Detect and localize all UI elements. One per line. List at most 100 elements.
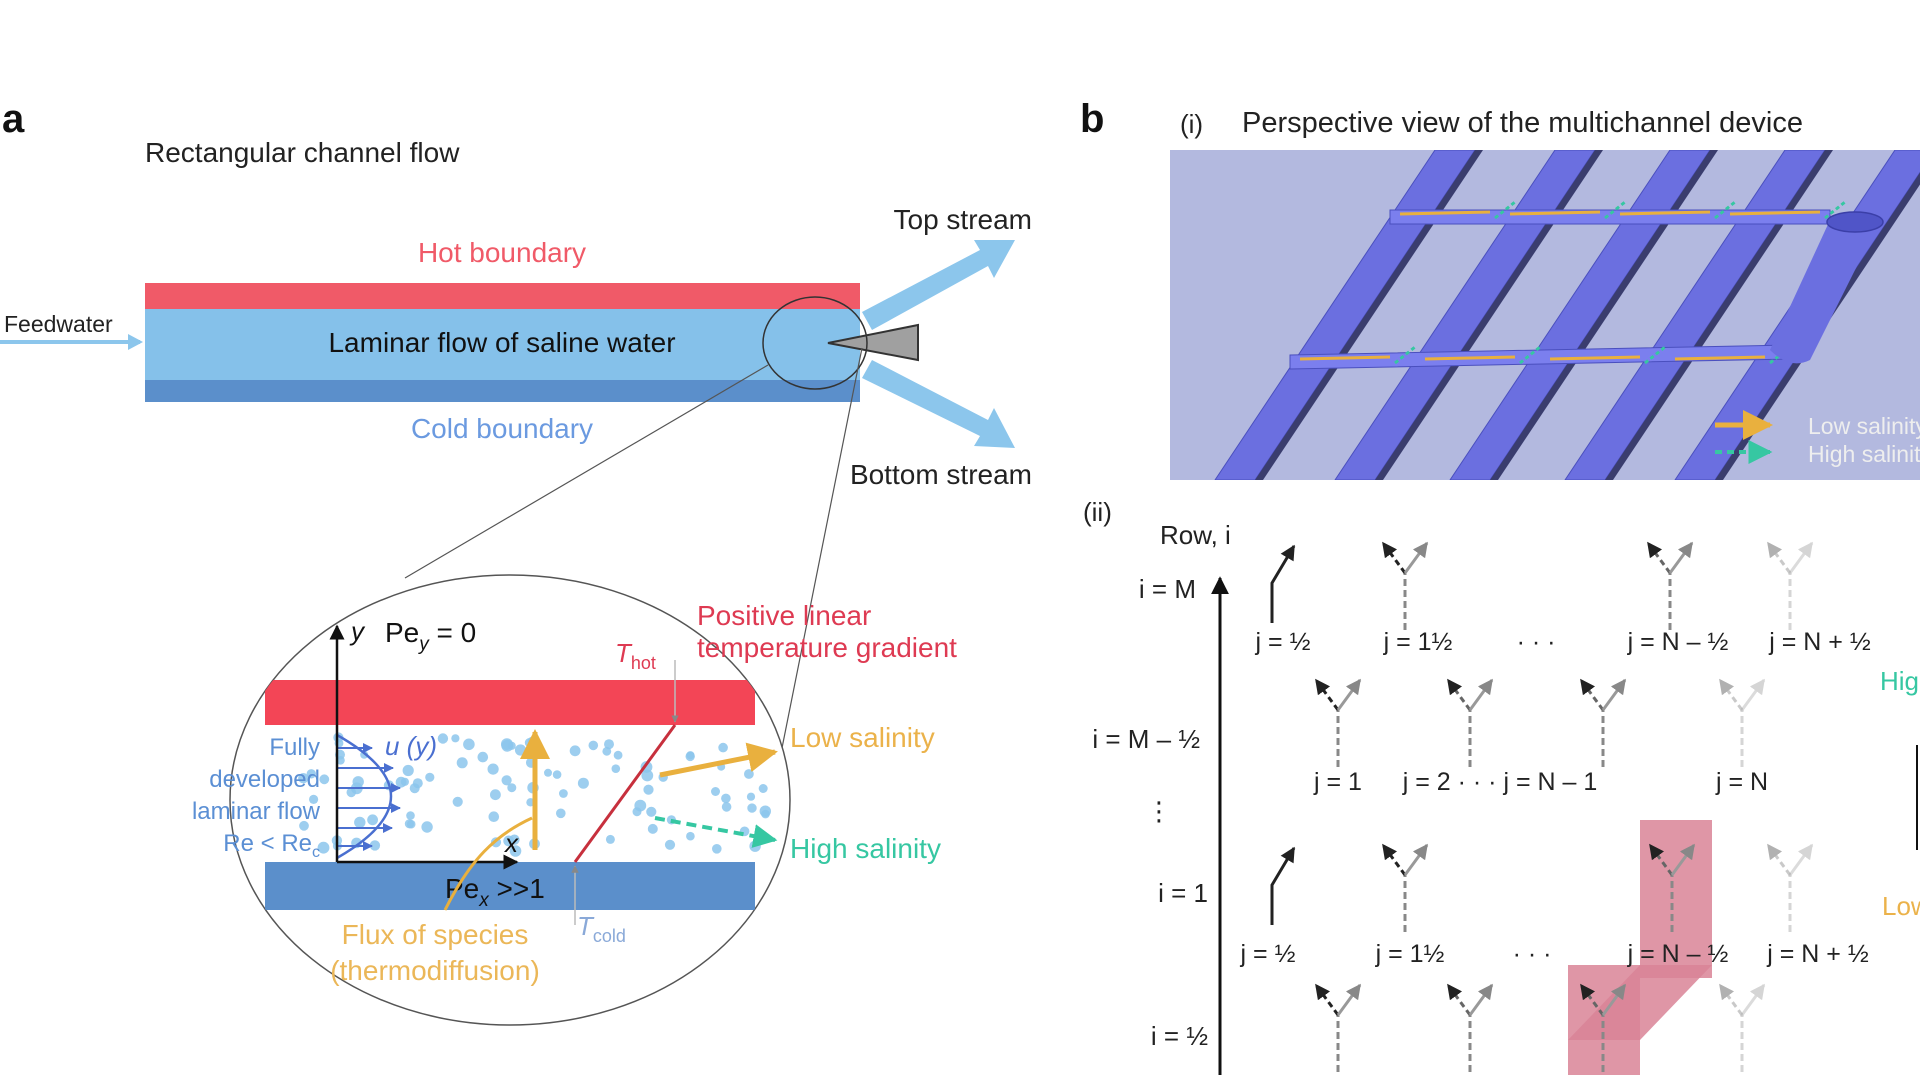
salt-particle (749, 840, 761, 852)
device-high-arrow (1824, 200, 1846, 220)
zoom-hot-plate (265, 680, 755, 725)
splitter-branch-solid (1740, 678, 1766, 711)
salt-particle (721, 802, 732, 812)
splitter-branch-dashed (1381, 541, 1407, 574)
cold-boundary-strip (145, 380, 860, 402)
device-low-arrow (1549, 355, 1641, 361)
x-axis-label: x (503, 828, 519, 858)
flux-curve (443, 816, 533, 911)
salt-particle (463, 738, 475, 751)
salt-particle (354, 816, 366, 829)
bot-j-1half: j = 1½ (1375, 940, 1445, 968)
panel-a-heading: Rectangular channel flow (145, 137, 460, 168)
splitter-branch-dashed (1314, 678, 1340, 711)
salt-particle (747, 803, 757, 813)
row-label-m: i = M (1139, 574, 1196, 604)
salt-particle (507, 783, 517, 793)
salt-particle (647, 823, 658, 834)
edge-channel (1270, 544, 1296, 623)
salt-particle (317, 841, 330, 854)
splitter-branch-solid (1601, 983, 1627, 1016)
salt-particle (367, 814, 378, 826)
splitter-branch-dashed (1646, 541, 1672, 574)
salt-particle (664, 839, 676, 850)
channel-label: Laminar flow of saline water (328, 327, 675, 358)
device-channel (1564, 150, 1826, 480)
t-hot-label: Thot (615, 638, 656, 673)
device-channel (1449, 150, 1711, 480)
salt-particle (402, 764, 414, 777)
salt-particle (712, 844, 722, 854)
top-j-dots: · · · (1517, 628, 1556, 656)
splitter-branch-dashed (1381, 843, 1407, 876)
zoom-source-circle (762, 296, 868, 390)
right-high-salinity-label: High salinity (1880, 666, 1920, 696)
device-channel (1334, 150, 1596, 480)
hot-boundary-label: Hot boundary (418, 237, 586, 268)
top-j-1half: j = 1½ (1383, 628, 1453, 656)
salt-particle (425, 772, 435, 782)
salt-particle (490, 789, 501, 801)
bot-j-dots: · · · (1513, 940, 1552, 968)
developed-label: developed (209, 766, 320, 793)
gradient-label-line1: Positive linear (697, 600, 871, 631)
device-channel-wall (1255, 150, 1483, 480)
salt-particle (452, 796, 463, 807)
device-high-arrow (1644, 345, 1666, 365)
splitter-branch-solid (1788, 843, 1814, 876)
flux-label-line1: Flux of species (342, 919, 529, 950)
salt-particle (437, 733, 449, 744)
salt-particle (299, 820, 309, 831)
salt-particle (346, 787, 357, 798)
splitter-network (1270, 541, 1814, 1072)
salt-particle (306, 769, 316, 779)
salt-particle (646, 806, 657, 817)
salt-particle (711, 787, 720, 796)
device-channel (1214, 150, 1476, 480)
salt-particle (685, 751, 695, 762)
salt-particle (406, 811, 415, 820)
right-low-salinity-label: Low salinity (1882, 891, 1920, 921)
salt-particle (744, 769, 754, 779)
u-y-label: u (y) (385, 731, 437, 761)
row-label-m-half: i = M – ½ (1092, 724, 1200, 754)
salt-particle (643, 784, 654, 795)
bot-j-half: j = ½ (1240, 940, 1296, 968)
salt-particle (758, 784, 768, 793)
salt-particle (514, 744, 527, 756)
bottom-stream-arrow (862, 360, 1015, 448)
salt-particle (451, 734, 460, 743)
panel-a-letter: a (2, 97, 25, 141)
device-low-arrow (1674, 355, 1766, 361)
device-render: Low salinity High salinity (1170, 150, 1920, 480)
subpanel-ii-label: (ii) (1083, 497, 1112, 527)
splitter-branch-dashed (1718, 983, 1744, 1016)
legend-high-text: High salinity (1808, 441, 1920, 467)
splitter-branch-solid (1403, 541, 1429, 574)
device-low-arrow (1509, 210, 1601, 216)
device-low-arrow (1299, 355, 1391, 361)
temperature-gradient-line (573, 724, 677, 863)
device-low-arrow (1729, 210, 1821, 216)
high-salinity-label: High salinity (790, 833, 941, 864)
device-channel-wall (1375, 150, 1603, 480)
salt-particle (412, 778, 423, 789)
salt-particle (634, 799, 647, 812)
splitter-branch-solid (1668, 541, 1694, 574)
splitter-branch-solid (1468, 678, 1494, 711)
zoom-detail: y x Pey = 0 Pex >>1 u (y) Fully develope… (192, 574, 791, 1026)
salt-particle (544, 768, 552, 777)
low-salinity-arrow (659, 742, 778, 778)
flux-label-line2: (thermodiffusion) (330, 955, 540, 986)
laminar-label: laminar flow (192, 798, 321, 825)
splitter-branch-dashed (1446, 678, 1472, 711)
gradient-label-line2: temperature gradient (697, 632, 957, 663)
salt-particle (604, 739, 614, 750)
mid-j-2-to-n-minus-1: j = 2 · · · j = N – 1 (1402, 768, 1598, 796)
salt-particle (487, 763, 499, 775)
hot-boundary-strip (145, 283, 860, 309)
splitter-branch-solid (1670, 843, 1696, 876)
device-high-arrow (1394, 345, 1416, 365)
salt-particle (477, 751, 489, 763)
